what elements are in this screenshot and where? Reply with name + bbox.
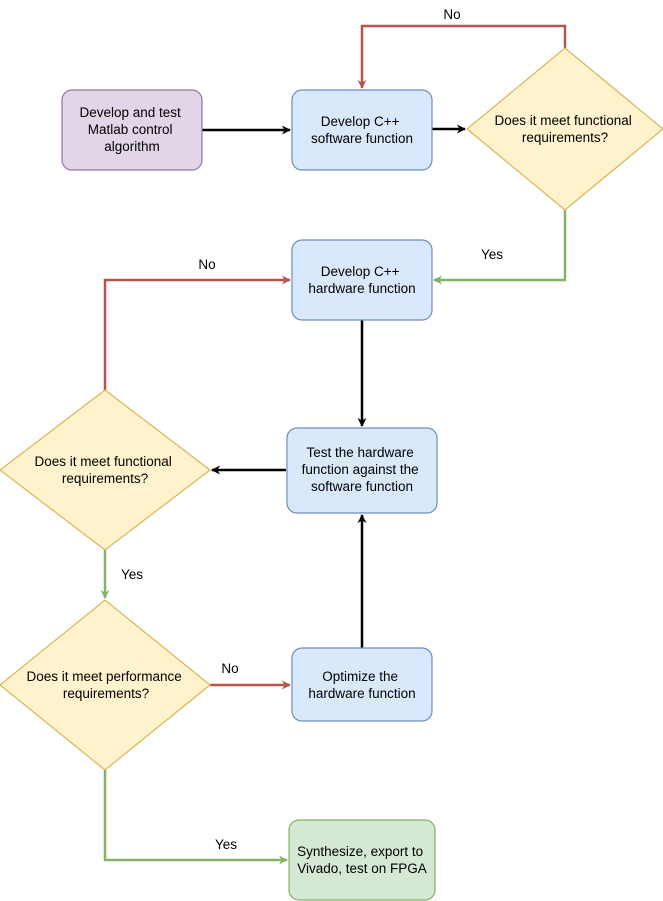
svg-text:Develop C++ software fun: Develop C++ software function: [311, 114, 413, 146]
svg-text:Develop C++ hardware fun: Develop C++ hardware function: [308, 264, 415, 296]
node-label-line: software function: [311, 131, 413, 146]
svg-text:Test the hardware functi: Test the hardware function against the s…: [302, 445, 423, 494]
node-label-line: Synthesize, export to: [297, 844, 423, 859]
node-label-line: Develop C++: [321, 114, 400, 129]
node-label-line: algorithm: [104, 139, 160, 154]
node-label-line: requirements?: [62, 471, 148, 486]
edge-label-sw-yes: Yes: [481, 247, 503, 262]
svg-text:Develop and test Matlab: Develop and test Matlab control algorith…: [79, 105, 184, 154]
node-matlab-algorithm: Develop and test Matlab control algorith…: [61, 89, 203, 171]
node-optimize: Optimize the hardware function: [291, 647, 433, 722]
node-label-line: hardware function: [308, 281, 415, 296]
node-label-line: requirements?: [63, 686, 149, 701]
edge-perf-decision-yes: [103, 770, 288, 865]
node-synthesize: Synthesize, export to Vivado, test on FP…: [288, 819, 436, 901]
node-sw-decision: Does it meet functional requirements?: [466, 47, 663, 211]
edge-sw-decision-no: [357, 24, 567, 89]
edge-label-perf-no: No: [221, 661, 238, 676]
node-hw-decision: Does it meet functional requirements?: [0, 389, 211, 551]
node-label-line: requirements?: [522, 130, 608, 145]
edge-hw-decision-no: [103, 275, 291, 390]
node-label-line: software function: [311, 479, 413, 494]
svg-text:Does it meet performance: Does it meet performance requirements?: [26, 669, 185, 701]
node-label-line: Develop and test: [79, 105, 181, 120]
edge-label-sw-no: No: [443, 7, 460, 22]
edge-label-perf-yes: Yes: [215, 837, 237, 852]
node-label-line: Does it meet functional: [34, 454, 171, 469]
edge-label-hw-no: No: [198, 257, 215, 272]
svg-text:Does it meet functional: Does it meet functional requirements?: [34, 454, 175, 486]
node-label-line: Develop C++: [321, 264, 400, 279]
svg-text:Does it meet functional: Does it meet functional requirements?: [494, 113, 635, 145]
node-sw-function: Develop C++ software function: [291, 89, 433, 171]
node-label-line: hardware function: [308, 686, 415, 701]
node-perf-decision: Does it meet performance requirements?: [0, 599, 211, 771]
svg-text:Synthesize, export to Vi: Synthesize, export to Vivado, test on FP…: [297, 844, 427, 876]
node-label-line: Vivado, test on FPGA: [297, 861, 427, 876]
node-hw-function: Develop C++ hardware function: [291, 239, 433, 321]
node-label-line: Does it meet functional: [494, 113, 631, 128]
node-label-line: function against the: [302, 462, 419, 477]
svg-text:Optimize the hardware fu: Optimize the hardware function: [308, 669, 415, 701]
node-label-line: Optimize the: [322, 669, 398, 684]
node-label-line: Matlab control: [88, 122, 173, 137]
node-test-hw: Test the hardware function against the s…: [286, 427, 438, 514]
node-label-line: Does it meet performance: [26, 669, 181, 684]
node-label-line: Test the hardware: [306, 445, 413, 460]
edge-label-hw-yes: Yes: [121, 567, 143, 582]
edge-sw-decision-yes: [433, 210, 567, 285]
